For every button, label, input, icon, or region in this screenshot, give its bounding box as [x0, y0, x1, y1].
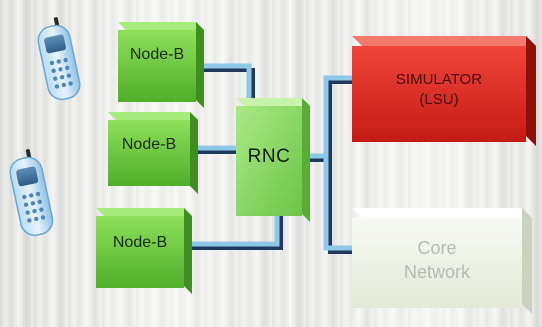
mobile-phone-icon — [9, 149, 54, 237]
core-network-box — [352, 208, 532, 314]
link-rnc-simulator — [306, 80, 354, 162]
link-node3-rnc — [186, 210, 283, 250]
node-b-box-1 — [118, 22, 204, 108]
simulator-box — [352, 36, 536, 146]
node-b-box-3 — [96, 208, 192, 294]
link-node1-rnc — [196, 68, 255, 110]
links — [185, 63, 355, 254]
mobile-phone-icon — [37, 17, 81, 101]
node-b-box-2 — [108, 112, 198, 194]
link-rnc-core — [328, 158, 354, 254]
rnc-box — [236, 98, 310, 222]
